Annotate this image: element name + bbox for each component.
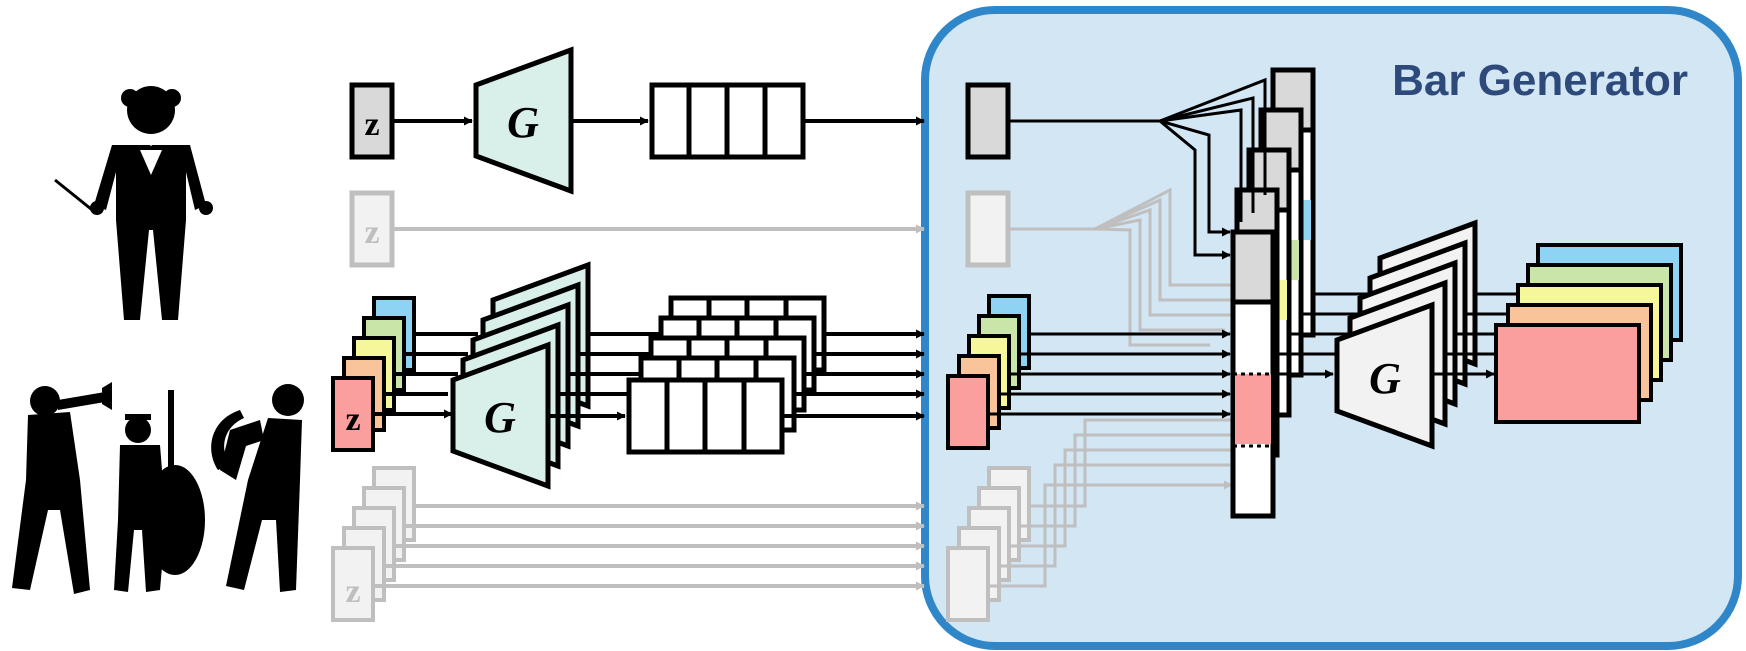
bar-input-track-stack	[946, 294, 1031, 450]
chords-broadcast-lines	[1010, 77, 1267, 260]
chords-row: z G	[349, 46, 925, 195]
z-chords-label: z	[364, 106, 379, 143]
z-chords-box	[349, 82, 395, 160]
temporal-generator-chords	[473, 46, 574, 195]
jazz-musicians-silhouette-icon	[12, 382, 304, 594]
groove-connector-lines	[990, 418, 1245, 588]
melody-row: z G	[331, 261, 925, 490]
g-label-chords: G	[507, 98, 539, 147]
latent-sequence-chords	[649, 82, 806, 160]
z-style-box	[349, 190, 395, 268]
bar-input-groove-stack	[946, 466, 1031, 622]
bar-generator-stack	[1334, 219, 1478, 450]
bar-input-chords	[965, 82, 1011, 160]
track-input-arrows	[990, 329, 1231, 419]
z-groove-label: z	[345, 573, 360, 610]
latent-sequence-stack	[626, 295, 827, 455]
style-broadcast-lines	[1010, 187, 1270, 347]
bar-input-style	[965, 190, 1011, 268]
groove-row: z	[331, 466, 925, 622]
conductor-silhouette-icon	[54, 86, 213, 320]
z-style-label: z	[364, 214, 379, 251]
output-bar-stack	[1494, 243, 1683, 424]
z-track-label: z	[345, 401, 360, 438]
g-label-bar: G	[1369, 354, 1401, 403]
style-row: z	[349, 190, 925, 268]
temporal-generator-stack	[450, 261, 591, 490]
z-track-stack	[331, 296, 416, 452]
bar-generator-panel	[921, 6, 1742, 650]
g-label-tracks: G	[484, 393, 516, 442]
bar-generator-title: Bar Generator	[1392, 56, 1688, 105]
bar-latent-front-column	[1230, 229, 1276, 519]
